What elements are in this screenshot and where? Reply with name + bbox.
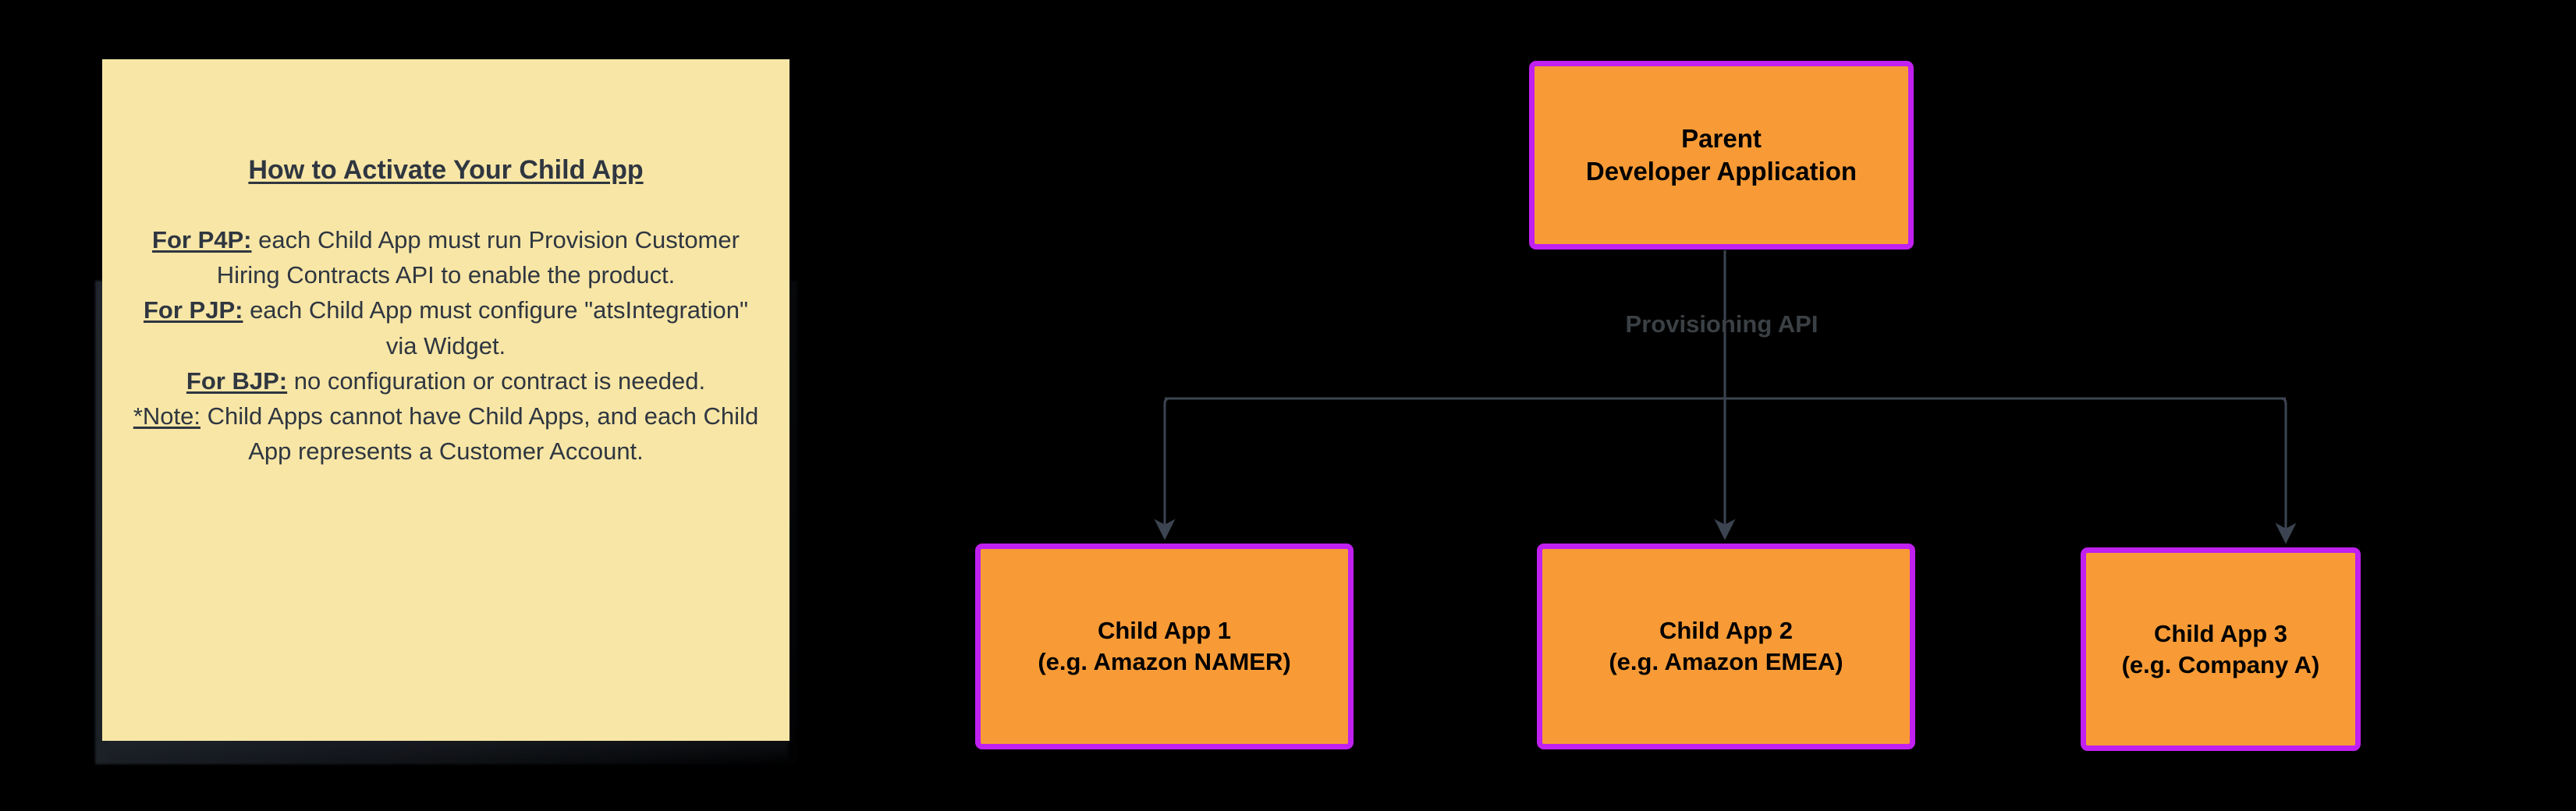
edge-label-provisioning-api: Provisioning API	[1625, 310, 1818, 338]
note-body: For P4P: each Child App must run Provisi…	[129, 222, 763, 469]
note-text-bjp: no configuration or contract is needed.	[287, 367, 706, 395]
node-child-app-3[interactable]: Child App 3 (e.g. Company A)	[2081, 547, 2361, 751]
note-card: How to Activate Your Child App For P4P: …	[102, 59, 789, 741]
edge-to-child-app-1	[1154, 397, 1176, 540]
note-text-pjp: each Child App must configure "atsIntegr…	[243, 296, 749, 359]
node-child-app-2[interactable]: Child App 2 (e.g. Amazon EMEA)	[1537, 544, 1915, 749]
note-title: How to Activate Your Child App	[248, 155, 644, 185]
node-parent-label: Parent Developer Application	[1585, 123, 1857, 186]
node-parent-developer-application[interactable]: Parent Developer Application	[1529, 61, 1914, 250]
note-text-note: Child Apps cannot have Child Apps, and e…	[200, 402, 759, 466]
node-child-app-3-label: Child App 3 (e.g. Company A)	[2121, 619, 2320, 678]
note-paragraph-p4p: For P4P: each Child App must run Provisi…	[129, 222, 763, 293]
note-lead-pjp: For PJP:	[143, 296, 243, 324]
note-paragraph-note: *Note: Child Apps cannot have Child Apps…	[129, 398, 763, 469]
note-lead-p4p: For P4P:	[152, 225, 252, 253]
node-child-app-2-label: Child App 2 (e.g. Amazon EMEA)	[1609, 617, 1843, 675]
node-child-app-1[interactable]: Child App 1 (e.g. Amazon NAMER)	[975, 544, 1354, 749]
note-paragraph-bjp: For BJP: no configuration or contract is…	[129, 363, 763, 398]
note-paragraph-pjp: For PJP: each Child App must configure "…	[129, 292, 763, 363]
note-lead-note: *Note:	[133, 402, 200, 430]
note-lead-bjp: For BJP:	[186, 367, 288, 395]
note-text-p4p: each Child App must run Provision Custom…	[216, 225, 740, 289]
edge-to-child-app-3	[2275, 397, 2297, 544]
node-child-app-1-label: Child App 1 (e.g. Amazon NAMER)	[1038, 617, 1291, 675]
